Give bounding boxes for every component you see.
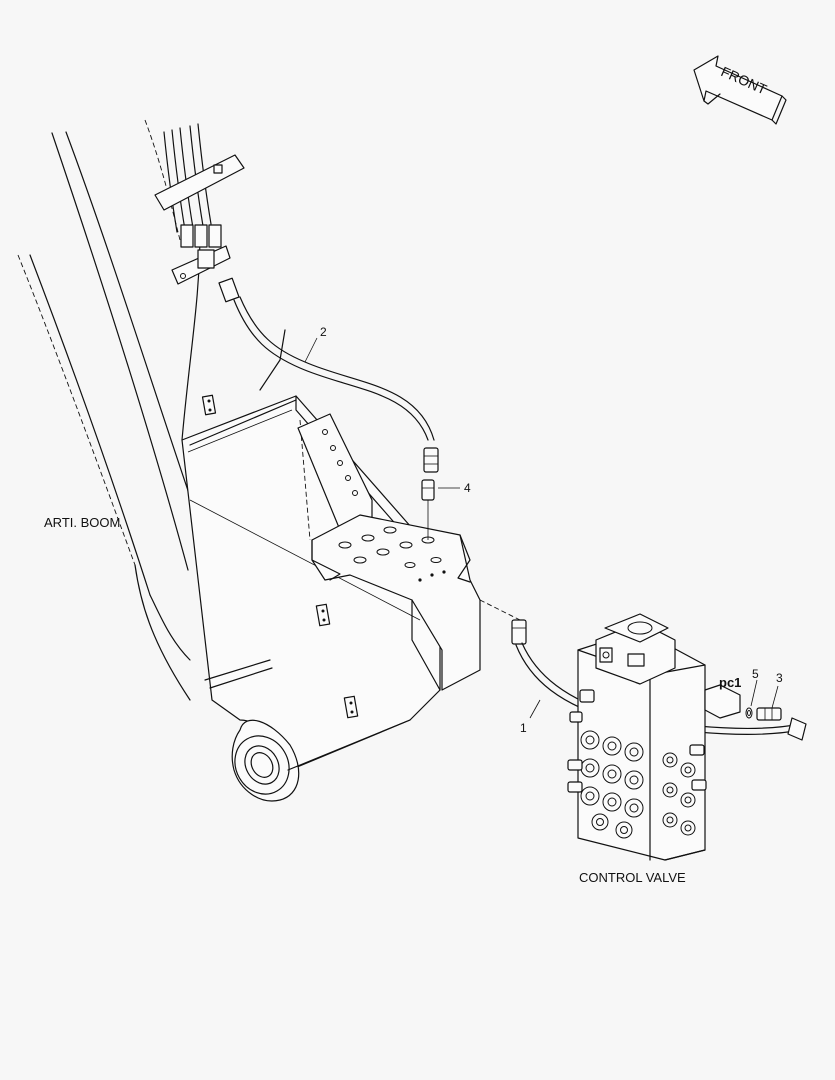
callout-1: 1 bbox=[520, 721, 527, 735]
adapter-4 bbox=[421, 479, 435, 540]
spool-stack bbox=[580, 730, 696, 839]
callout-5: 5 bbox=[752, 667, 759, 681]
control-valve bbox=[567, 613, 741, 861]
callout-3: 3 bbox=[776, 671, 783, 685]
oring-5 bbox=[745, 707, 753, 719]
leader-lines bbox=[304, 337, 779, 719]
hose-2 bbox=[233, 296, 439, 473]
front-arrow: FRONT bbox=[693, 55, 787, 125]
upper-hose-bundle bbox=[144, 119, 245, 303]
fitting-3 bbox=[756, 707, 782, 721]
callout-2: 2 bbox=[320, 325, 327, 339]
port-pc1-label: pc1 bbox=[719, 675, 741, 690]
hose-1 bbox=[511, 619, 807, 741]
arti-boom bbox=[17, 131, 521, 802]
control-valve-caption: CONTROL VALVE bbox=[579, 870, 686, 885]
arti-boom-caption: ARTI. BOOM bbox=[44, 515, 120, 530]
callout-4: 4 bbox=[464, 481, 471, 495]
